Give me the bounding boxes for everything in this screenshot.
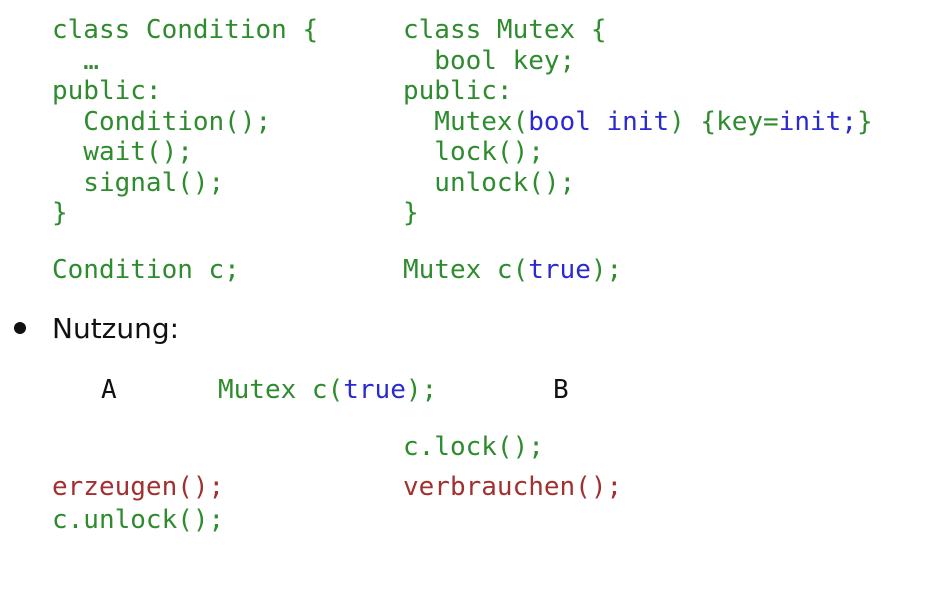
thread-a-unlock: c.unlock(); — [52, 505, 224, 535]
code-line: class Mutex { — [403, 15, 607, 45]
code-line: wait(); — [52, 137, 193, 167]
code-token: } — [856, 106, 873, 137]
code-token: unlock(); — [403, 167, 576, 198]
code-token: Mutex( — [403, 106, 529, 137]
thread-a-label: A — [101, 375, 117, 405]
code-token: … — [52, 45, 99, 76]
code-token: verbrauchen(); — [403, 472, 623, 502]
code-line: } — [403, 198, 419, 228]
code-token: Mutex c( — [218, 375, 344, 405]
code-line: unlock(); — [403, 168, 575, 198]
code-line: signal(); — [52, 168, 224, 198]
code-token: ) {key= — [669, 106, 779, 137]
code-line: } — [52, 198, 68, 228]
code-token: bool key; — [403, 45, 576, 76]
code-token: ); — [590, 255, 623, 285]
shared-mutex-declaration: Mutex c(true); — [218, 375, 437, 405]
code-line: Mutex(bool init) {key=init;} — [403, 106, 873, 137]
thread-b-label: B — [553, 375, 569, 405]
code-token: erzeugen(); — [52, 472, 225, 502]
code-token: init; — [778, 106, 857, 137]
code-token: c.unlock(); — [52, 505, 225, 535]
thread-b-consume: verbrauchen(); — [403, 472, 622, 502]
code-line: public: — [52, 76, 162, 106]
code-token: public: — [403, 76, 513, 106]
code-token: true — [343, 375, 406, 405]
code-token: A — [101, 375, 117, 405]
bullet-icon — [14, 322, 26, 334]
code-token: Condition c; — [52, 255, 240, 285]
code-line: bool key; — [403, 46, 575, 76]
code-token: class Condition { — [52, 15, 319, 45]
code-token: Condition(); — [52, 106, 272, 137]
mutex-declaration: Mutex c(true); — [403, 255, 622, 285]
code-token: signal(); — [52, 167, 225, 198]
code-token: wait(); — [52, 137, 193, 167]
code-line: lock(); — [403, 137, 544, 167]
code-token: Mutex c( — [403, 255, 529, 285]
code-token: c.lock(); — [403, 432, 544, 462]
code-token: B — [553, 375, 569, 405]
code-token: } — [52, 198, 68, 228]
condition-declaration: Condition c; — [52, 255, 240, 285]
code-token: true — [528, 255, 591, 285]
usage-heading: Nutzung: — [52, 312, 180, 345]
code-token: lock(); — [403, 137, 544, 167]
thread-a-produce: erzeugen(); — [52, 472, 224, 502]
code-token: public: — [52, 76, 162, 106]
code-token: } — [403, 198, 419, 228]
code-line: … — [52, 46, 99, 76]
code-line: public: — [403, 76, 513, 106]
code-token: bool init — [528, 106, 670, 137]
thread-b-lock: c.lock(); — [403, 432, 544, 462]
code-line: Condition(); — [52, 107, 271, 137]
code-token: class Mutex { — [403, 15, 607, 45]
code-line: class Condition { — [52, 15, 318, 45]
code-token: ); — [405, 375, 438, 405]
